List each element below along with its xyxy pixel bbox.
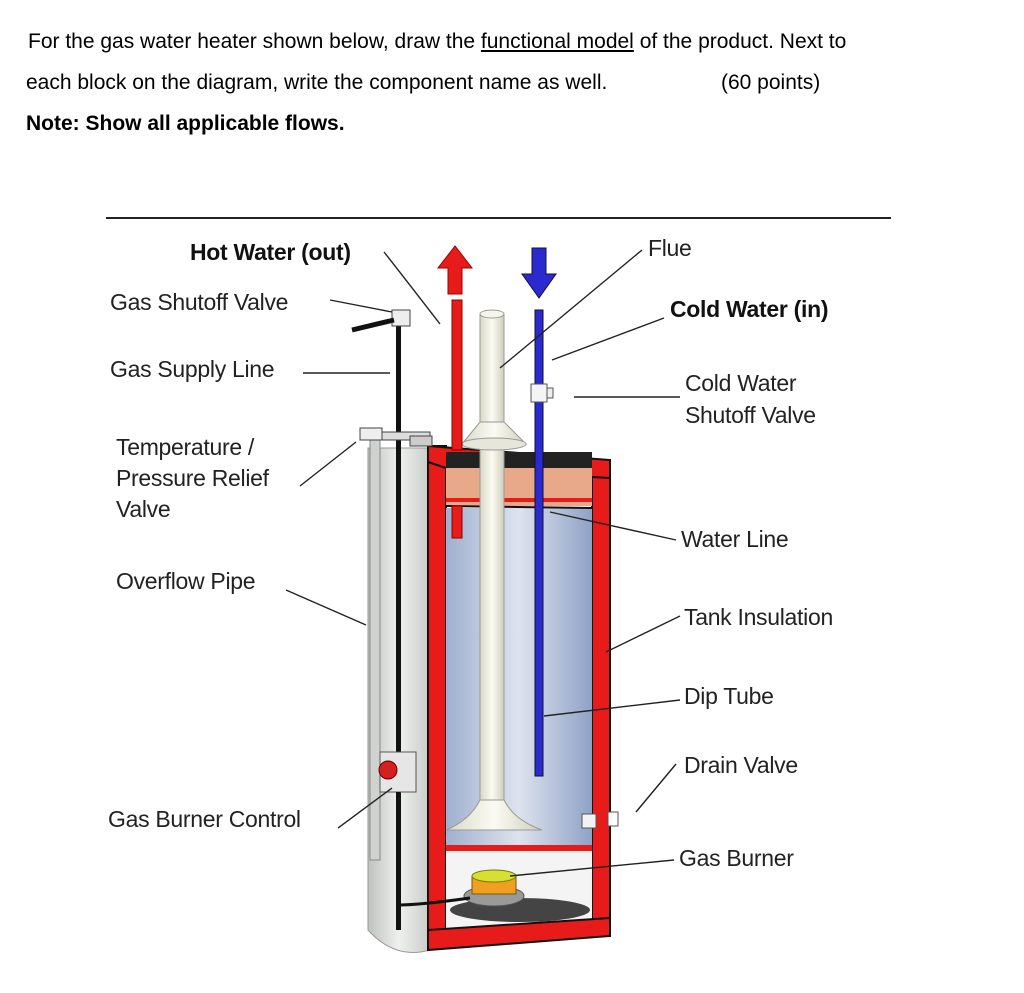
dip-tube — [534, 309, 544, 777]
question-text-pre: For the gas water heater shown below, dr… — [28, 30, 481, 53]
leader-burner-control — [337, 787, 393, 829]
label-tank-insulation: Tank Insulation — [684, 604, 833, 630]
label-temp-relief-3: Valve — [116, 496, 171, 522]
flue-pipe — [479, 313, 505, 815]
tp-relief-valve — [359, 427, 383, 441]
leader-flue — [499, 249, 643, 369]
tank-top-black — [446, 452, 592, 468]
tank-bottom — [427, 916, 611, 952]
gas-shutoff-valve — [391, 309, 411, 327]
label-gas-supply-line: Gas Supply Line — [110, 356, 275, 382]
label-temp-relief-2: Pressure Relief — [116, 465, 269, 491]
label-gas-burner-control: Gas Burner Control — [108, 806, 301, 832]
label-gas-shutoff-valve: Gas Shutoff Valve — [110, 289, 289, 315]
label-cold-water-in: Cold Water (in) — [670, 296, 829, 322]
leader-overflow — [285, 589, 367, 626]
cold-shutoff-valve-body — [530, 383, 548, 403]
tank-right-wall — [591, 459, 611, 937]
label-cold-water-shutoff-1: Cold Water — [685, 370, 797, 396]
label-drain-valve: Drain Valve — [684, 752, 798, 778]
label-overflow-pipe: Overflow Pipe — [116, 568, 256, 594]
leader-gas-burner — [509, 859, 675, 877]
question-line-2: each block on the diagram, write the com… — [26, 71, 608, 94]
leader-dip-tube — [543, 699, 681, 717]
drain-valve — [581, 813, 597, 829]
overflow-pipe — [369, 439, 381, 861]
functional-model-link: functional model — [480, 30, 634, 53]
leader-lines — [285, 249, 681, 877]
hot-water-line — [451, 299, 463, 451]
leader-drain — [635, 763, 677, 813]
flue-bottom-cone — [445, 799, 543, 831]
leader-cold-water-in — [551, 317, 665, 361]
leader-water-line — [549, 511, 677, 541]
gas-supply-line — [396, 316, 401, 930]
label-water-line: Water Line — [681, 526, 789, 552]
label-cold-water-shutoff-2: Shutoff Valve — [685, 402, 816, 428]
leader-hot-water — [383, 251, 441, 325]
cold-water-arrow — [521, 247, 557, 299]
label-flue: Flue — [648, 235, 692, 261]
label-dip-tube: Dip Tube — [684, 683, 774, 709]
note-text: Note: Show all applicable flows. — [26, 112, 345, 135]
hot-water-arrow — [436, 245, 474, 295]
leader-tp-relief — [299, 441, 357, 487]
leader-gas-shutoff — [329, 299, 393, 313]
leader-insulation — [605, 615, 681, 653]
label-temp-relief-1: Temperature / — [116, 434, 254, 460]
question-text-post: of the product. Next to — [633, 30, 847, 53]
label-gas-burner: Gas Burner — [679, 845, 794, 871]
label-hot-water-out: Hot Water (out) — [190, 239, 351, 265]
points-label: (60 points) — [721, 71, 821, 94]
question-line-1: For the gas water heater shown below, dr… — [28, 31, 846, 52]
tank-water — [446, 508, 592, 848]
tank-left-wall — [427, 445, 447, 947]
